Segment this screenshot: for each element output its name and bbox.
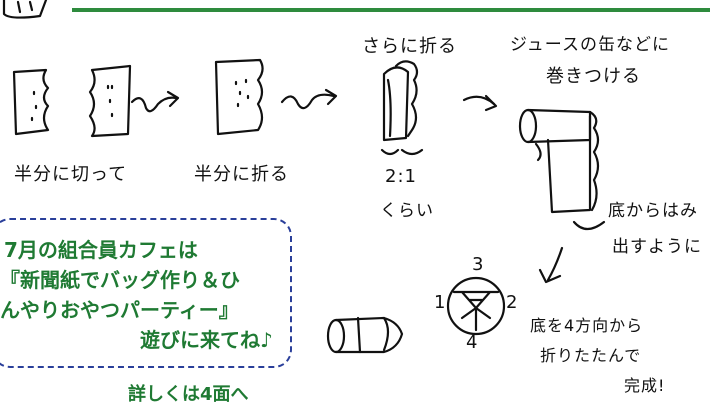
label-bottom-line1: 底からはみ [608, 201, 698, 221]
arrow-1 [130, 96, 178, 113]
label-approx: くらい [380, 201, 434, 221]
can-wrap-sketch [518, 108, 600, 214]
label-finish-line1: 底を4方向から [530, 316, 644, 335]
label-fold-more: さらに折る [362, 36, 457, 57]
label-fold-half: 半分に折る [194, 164, 289, 185]
announcement-callout [0, 218, 292, 368]
finished-can-sketch [326, 316, 404, 354]
sheet-left-sketch [12, 68, 50, 136]
arrow-4 [538, 246, 564, 284]
label-wrap-line1: ジュースの缶などに [510, 35, 670, 55]
tube-fold-sketch [382, 60, 419, 142]
announcement-line2: 『新聞紙でバッグ作り＆ひ [0, 268, 240, 292]
label-bottom-line2: 出すように [612, 237, 702, 257]
corner-cup-icon [2, 0, 48, 19]
label-finish-line2: 折りたたんで [540, 346, 642, 365]
header-rule [72, 8, 710, 12]
announcement-line3: んやりおやつパーティー』 [0, 298, 239, 322]
half-fold-sketch [214, 58, 264, 136]
announcement-line1: 7月の組合員カフェは [4, 238, 198, 262]
label-wrap-line2: 巻きつける [546, 66, 641, 87]
bottom-view-sketch [446, 276, 506, 336]
label-side-4: 4 [466, 332, 479, 353]
label-fold-half-cut: 半分に切って [14, 164, 128, 185]
label-side-2: 2 [506, 292, 519, 313]
arrow-2 [280, 93, 336, 110]
label-side-3: 3 [472, 254, 485, 275]
label-finish-line3: 完成! [624, 376, 666, 395]
announcement-line4: 遊びに来てね♪ [140, 328, 273, 352]
footer-see-page[interactable]: 詳しくは4面へ [128, 384, 249, 405]
bottom-pointer [572, 220, 606, 231]
sheet-right-sketch [88, 64, 132, 138]
label-side-1: 1 [434, 292, 447, 313]
ratio-marks [380, 148, 424, 156]
label-ratio: 2:1 [385, 166, 417, 187]
